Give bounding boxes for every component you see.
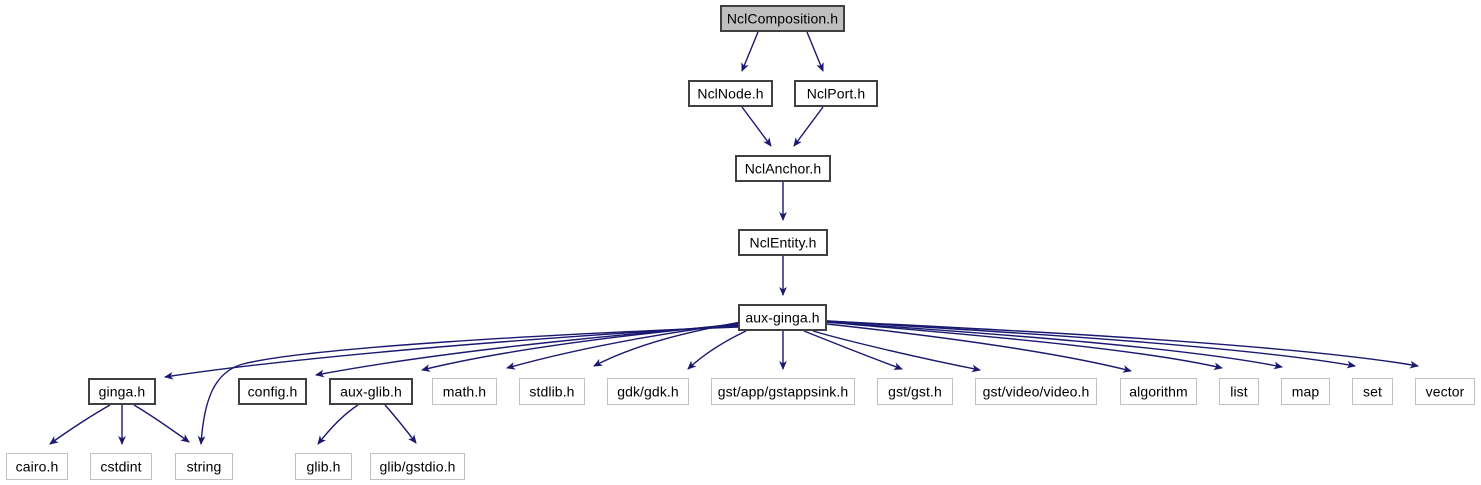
graph-node-cstdint: cstdint [90, 453, 152, 480]
graph-node-label: gst/video/video.h [982, 383, 1090, 399]
graph-node-map: map [1281, 378, 1330, 405]
graph-node-nclport[interactable]: NclPort.h [794, 80, 878, 107]
graph-node-label: gst/app/gstappsink.h [717, 383, 849, 399]
graph-edge-auxginga-to-set [826, 320, 1356, 369]
graph-node-gstappsink: gst/app/gstappsink.h [711, 378, 855, 405]
graph-node-auxginga[interactable]: aux-ginga.h [738, 304, 827, 331]
graph-node-label: NclAnchor.h [744, 160, 822, 176]
graph-node-auxglib[interactable]: aux-glib.h [329, 378, 413, 405]
graph-edge-auxginga-to-config [315, 324, 739, 378]
graph-node-label: glib/gstdio.h [379, 458, 456, 474]
graph-edge-auxginga-to-list [826, 321, 1223, 371]
graph-node-label: NclEntity.h [749, 234, 817, 250]
graph-node-math: math.h [432, 378, 497, 405]
graph-node-label: vector [1425, 383, 1465, 399]
graph-node-glib: glib.h [295, 453, 352, 480]
graph-edge-auxginga-to-gstgst [803, 330, 903, 370]
graph-edge-auxginga-to-algorithm [826, 323, 1132, 373]
graph-node-cairo: cairo.h [6, 453, 68, 480]
graph-edge-auxginga-to-stdlib [593, 321, 742, 367]
graph-node-label: stdlib.h [529, 383, 575, 399]
graph-node-label: algorithm [1129, 383, 1188, 399]
graph-edge-ginga-to-cairo [49, 404, 111, 445]
graph-node-algorithm: algorithm [1120, 378, 1197, 405]
graph-edge-auxginga-to-gdkgdk [687, 330, 747, 370]
graph-edge-nclcomposition-to-nclnode [741, 31, 759, 72]
graph-edge-auxginga-to-auxglib [421, 323, 739, 372]
graph-node-config[interactable]: config.h [238, 378, 307, 405]
graph-node-label: ginga.h [98, 383, 146, 399]
graph-node-label: NclComposition.h [726, 10, 839, 26]
graph-node-label: list [1230, 383, 1248, 399]
graph-edge-ginga-to-string [133, 404, 190, 443]
graph-edge-auxginga-to-map [826, 321, 1283, 370]
graph-node-label: string [186, 458, 222, 474]
graph-node-nclentity[interactable]: NclEntity.h [738, 229, 828, 256]
graph-node-label: math.h [442, 383, 487, 399]
graph-node-label: gdk/gdk.h [617, 383, 679, 399]
graph-node-gstgst: gst/gst.h [877, 378, 953, 405]
graph-node-label: cairo.h [15, 458, 59, 474]
graph-node-glibgstdio: glib/gstdio.h [370, 453, 465, 480]
graph-node-gdkgdk: gdk/gdk.h [607, 378, 689, 405]
graph-edge-auxginga-to-ginga [164, 325, 739, 380]
graph-edge-auxginga-to-vector [826, 320, 1419, 369]
graph-node-label: map [1291, 383, 1320, 399]
graph-node-label: NclNode.h [697, 85, 764, 101]
graph-node-label: NclPort.h [806, 85, 866, 101]
graph-node-string: string [175, 453, 233, 480]
graph-node-list: list [1219, 378, 1259, 405]
graph-edge-auxginga-to-math [506, 322, 740, 370]
graph-node-label: set [1363, 383, 1382, 399]
graph-node-nclnode[interactable]: NclNode.h [688, 80, 773, 107]
graph-node-label: aux-glib.h [340, 383, 402, 399]
graph-node-label: config.h [247, 383, 298, 399]
graph-node-label: aux-ginga.h [745, 309, 820, 325]
graph-edge-auxglib-to-glibgstdio [384, 404, 417, 444]
graph-node-stdlib: stdlib.h [519, 378, 585, 405]
graph-node-label: gst/gst.h [888, 383, 942, 399]
graph-edge-auxglib-to-glib [317, 404, 359, 445]
graph-node-nclanchor[interactable]: NclAnchor.h [735, 155, 831, 182]
graph-node-label: glib.h [306, 458, 341, 474]
graph-node-gstvideo: gst/video/video.h [975, 378, 1097, 405]
graph-node-vector: vector [1415, 378, 1475, 405]
graph-node-ginga[interactable]: ginga.h [88, 378, 156, 405]
graph-node-label: cstdint [100, 458, 142, 474]
graph-node-nclcomposition[interactable]: NclComposition.h [720, 5, 845, 32]
graph-edge-nclcomposition-to-nclport [806, 31, 824, 72]
graph-edge-auxginga-to-gstvideo [812, 330, 981, 373]
graph-node-set: set [1352, 378, 1393, 405]
graph-edge-nclport-to-nclanchor [793, 106, 824, 147]
graph-edge-nclnode-to-nclanchor [741, 106, 772, 147]
